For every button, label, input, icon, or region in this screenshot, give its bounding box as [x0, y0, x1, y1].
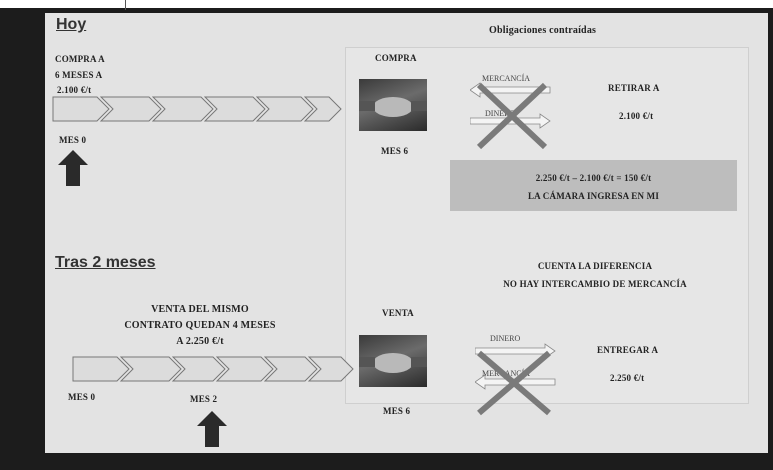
up-arrow-icon-top [58, 150, 88, 186]
month6-bottom-label: MES 6 [383, 406, 411, 416]
chevron-2 [171, 356, 226, 382]
chevron-2 [151, 96, 214, 122]
top-divider [125, 0, 126, 10]
handshake-image-bottom [359, 335, 427, 387]
sale-note-line3: A 2.250 €/t [176, 336, 224, 347]
timeline-bottom [72, 356, 354, 382]
month0-top-label: MES 0 [59, 135, 87, 145]
buy-label: COMPRA [375, 53, 417, 63]
chevron-4 [263, 356, 318, 382]
diff-line1: CUENTA LA DIFERENCIA [537, 261, 653, 271]
chevron-5 [303, 96, 342, 122]
buy-note-line3: 2.100 €/t [57, 85, 92, 95]
goods-label-top: MERCANCÍA [482, 74, 531, 83]
chevron-4 [255, 96, 314, 122]
up-arrow-icon-bottom [197, 411, 227, 447]
chevron-1 [119, 356, 182, 382]
header-hoy: Hoy [56, 16, 87, 33]
buy-note-line1: COMPRA A [55, 54, 105, 64]
sale-note-line2: CONTRATO QUEDAN 4 MESES [124, 320, 276, 331]
money-label-top: DINERO [485, 109, 516, 118]
sell-label: VENTA [382, 308, 414, 318]
calc-box [450, 160, 737, 211]
withdraw-line1: RETIRAR A [608, 83, 660, 93]
deliver-line2: 2.250 €/t [610, 373, 645, 383]
chevron-3 [215, 356, 274, 382]
slide-panel: Obligaciones contraídas Hoy COMPRA A 6 M… [45, 13, 768, 453]
chevron-0 [72, 356, 130, 382]
sale-note-line1: VENTA DEL MISMO [151, 304, 249, 315]
buy-note-line2: 6 MESES A [55, 70, 103, 80]
month2-label: MES 2 [190, 394, 218, 404]
chevron-3 [203, 96, 266, 122]
month6-top-label: MES 6 [381, 146, 409, 156]
obligations-title: Obligaciones contraídas [489, 25, 597, 36]
header-tras-2-meses: Tras 2 meses [55, 254, 156, 271]
calc-line1: 2.250 €/t – 2.100 €/t = 150 €/t [535, 173, 652, 183]
timeline-top [52, 96, 342, 122]
left-arrow-icon [470, 82, 551, 98]
cross-icon-top [476, 82, 548, 150]
month0-bottom-label: MES 0 [68, 392, 96, 402]
chevron-1 [99, 96, 162, 122]
deliver-line1: ENTREGAR A [597, 345, 659, 355]
calc-line2: LA CÁMARA INGRESA EN MI [527, 191, 660, 201]
money-label-bottom: DINERO [490, 334, 521, 343]
diff-line2: NO HAY INTERCAMBIO DE MERCANCÍA [503, 279, 687, 289]
withdraw-line2: 2.100 €/t [619, 111, 654, 121]
chevron-0 [52, 96, 110, 122]
handshake-image-top [359, 79, 427, 131]
chevron-5 [307, 356, 354, 382]
cross-icon-bottom [477, 350, 551, 416]
